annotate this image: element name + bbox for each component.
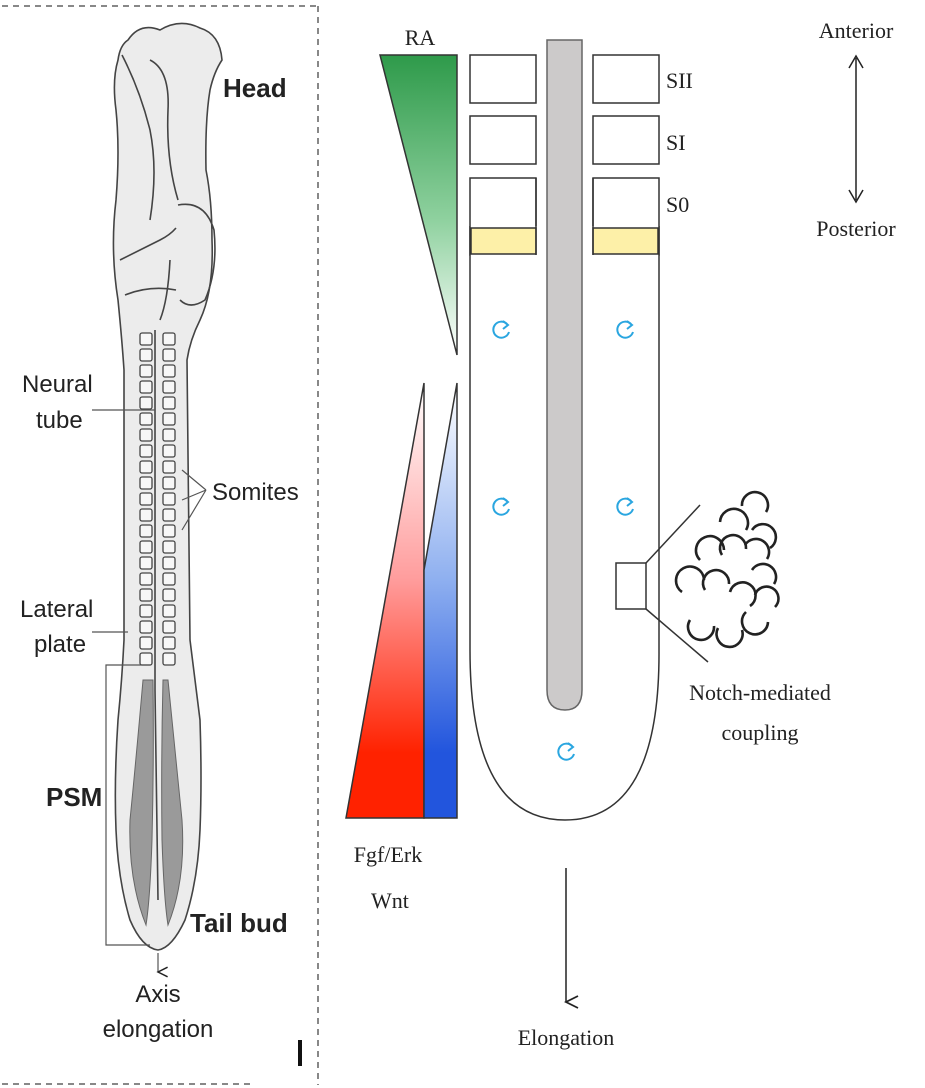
somite-block [140,509,152,521]
somite-block [163,397,175,409]
notch-label-1: Notch-mediated [689,680,831,705]
somite-block [163,333,175,345]
lateral-plate-label-1: Lateral [20,596,93,623]
somite-sii-right [593,55,659,103]
somite-block [163,653,175,665]
ra-label: RA [405,25,436,50]
somite-block [163,557,175,569]
wnt-gradient-wedge [424,383,457,818]
somite-block [163,621,175,633]
somites-left-column [140,333,152,665]
determination-front-right [593,228,658,254]
somite-block [163,477,175,489]
somite-block [140,589,152,601]
somite-block [163,525,175,537]
psm-label: PSM [46,782,102,812]
notch-inset-box [616,563,646,609]
somite-block [140,621,152,633]
somite-block [163,413,175,425]
somites-right-column [163,333,175,665]
somite-block [140,605,152,617]
somite-block [163,381,175,393]
somite-block [140,445,152,457]
ra-gradient-triangle [380,55,457,355]
axis-label-2: elongation [103,1016,214,1043]
neural-tube-label-1: Neural [22,371,93,398]
somite-block [163,493,175,505]
somite-block [163,445,175,457]
elongation-label: Elongation [518,1025,615,1050]
somite-block [163,461,175,473]
notch-label-2: coupling [722,720,799,745]
wnt-label: Wnt [371,888,409,913]
somites-label: Somites [212,479,299,506]
somite-block [140,637,152,649]
determination-front-left [471,228,536,254]
somite-block [140,573,152,585]
somite-block [140,365,152,377]
right-panel: RA Fgf/Erk Wnt [346,18,896,1050]
somite-block [140,461,152,473]
somite-block [140,525,152,537]
somite-block [140,429,152,441]
posterior-label: Posterior [816,216,896,241]
head-label: Head [223,73,287,103]
somite-block [140,493,152,505]
fgf-erk-label: Fgf/Erk [354,842,422,867]
somite-sii-left [470,55,536,103]
somite-block [163,541,175,553]
somite-block [140,349,152,361]
tail-bud-label: Tail bud [190,908,288,938]
axis-label-1: Axis [135,981,180,1008]
neural-tube-label-2: tube [36,407,83,434]
si-label: SI [666,130,686,155]
ap-double-arrow [849,56,863,202]
somite-block [163,509,175,521]
somite-block [163,573,175,585]
somite-block [140,413,152,425]
somite-block [163,429,175,441]
somite-block [163,589,175,601]
edge-artifact [298,1040,302,1066]
somite-block [140,477,152,489]
somite-block [140,381,152,393]
s0-label: S0 [666,192,689,217]
somite-block [140,557,152,569]
somite-block [163,349,175,361]
somite-block [163,365,175,377]
fgf-erk-gradient-triangle [346,383,424,818]
somite-si-right [593,116,659,164]
somite-si-left [470,116,536,164]
notochord [547,40,582,710]
somite-block [140,541,152,553]
somite-block [140,397,152,409]
left-panel: Head Neural tube Somites Lateral plate P… [2,6,318,1085]
anterior-label: Anterior [819,18,894,43]
lateral-plate-label-2: plate [34,631,86,658]
somite-block [140,333,152,345]
somite-block [140,653,152,665]
somite-block [163,637,175,649]
somite-block [163,605,175,617]
sii-label: SII [666,68,693,93]
